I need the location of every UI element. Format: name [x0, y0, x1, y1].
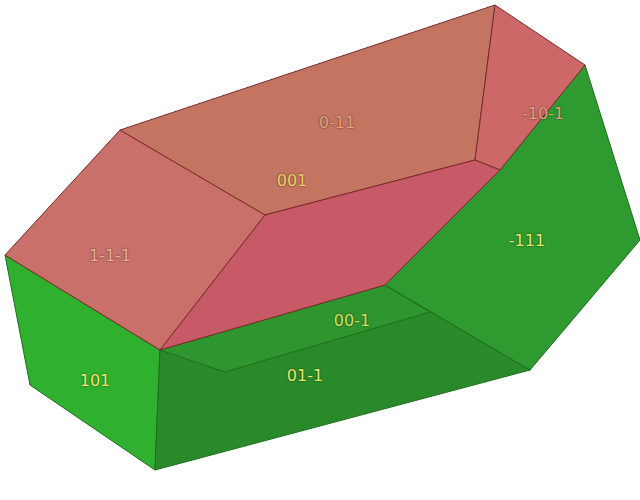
- face-index-label: 01-1: [287, 366, 323, 385]
- face-index-label: 001: [277, 171, 308, 190]
- face-index-label: 1-1-1: [89, 246, 131, 265]
- face-001: [160, 160, 500, 350]
- face-index-label: 00-1: [334, 311, 370, 330]
- face-index-label: 101: [80, 371, 111, 390]
- face-index-label: -10-1: [522, 104, 564, 123]
- face-index-label: -111: [509, 231, 545, 250]
- face-m10-1: [475, 5, 585, 170]
- face-index-label: 0-11: [319, 113, 355, 132]
